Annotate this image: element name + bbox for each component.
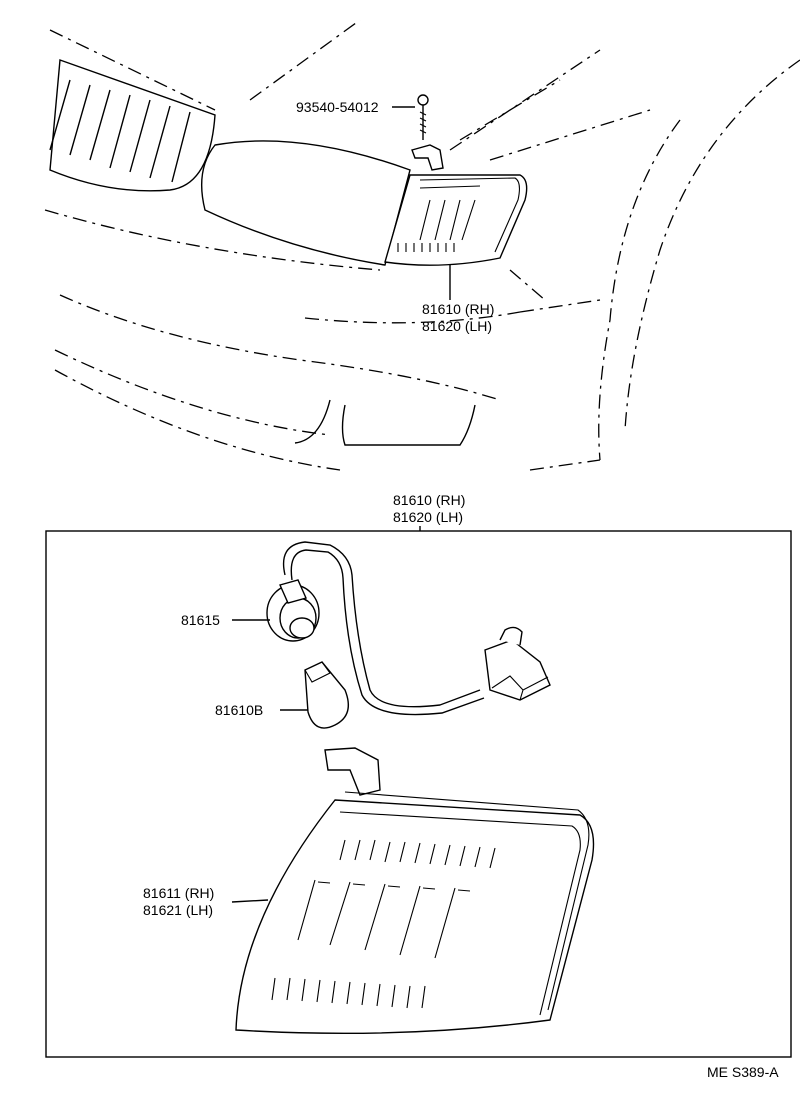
label-lamp-rh: 81610 (RH): [422, 301, 494, 317]
label-assy-rh: 81610 (RH): [393, 492, 465, 508]
bolt-93540: [417, 94, 429, 140]
headlamp: [200, 140, 411, 266]
vehicle-front-view: 93540-54012 81610 (RH) 81620 (LH): [44, 19, 800, 471]
label-lens-lh: 81621 (LH): [143, 902, 213, 918]
label-bolt: 93540-54012: [296, 99, 379, 115]
label-assy-lh: 81620 (LH): [393, 509, 463, 525]
label-socket: 81615: [181, 612, 220, 628]
label-bulb: 81610B: [215, 702, 263, 718]
socket-and-wire: [266, 541, 551, 716]
bulb: [304, 661, 349, 729]
grille: [49, 59, 216, 192]
label-lamp-lh: 81620 (LH): [422, 318, 492, 334]
corner-lamp-installed: [384, 144, 528, 266]
figure-code: ME S389-A: [707, 1064, 779, 1080]
lens: [235, 747, 595, 1035]
label-lens-rh: 81611 (RH): [143, 885, 214, 901]
exploded-view-frame: [45, 530, 792, 1058]
